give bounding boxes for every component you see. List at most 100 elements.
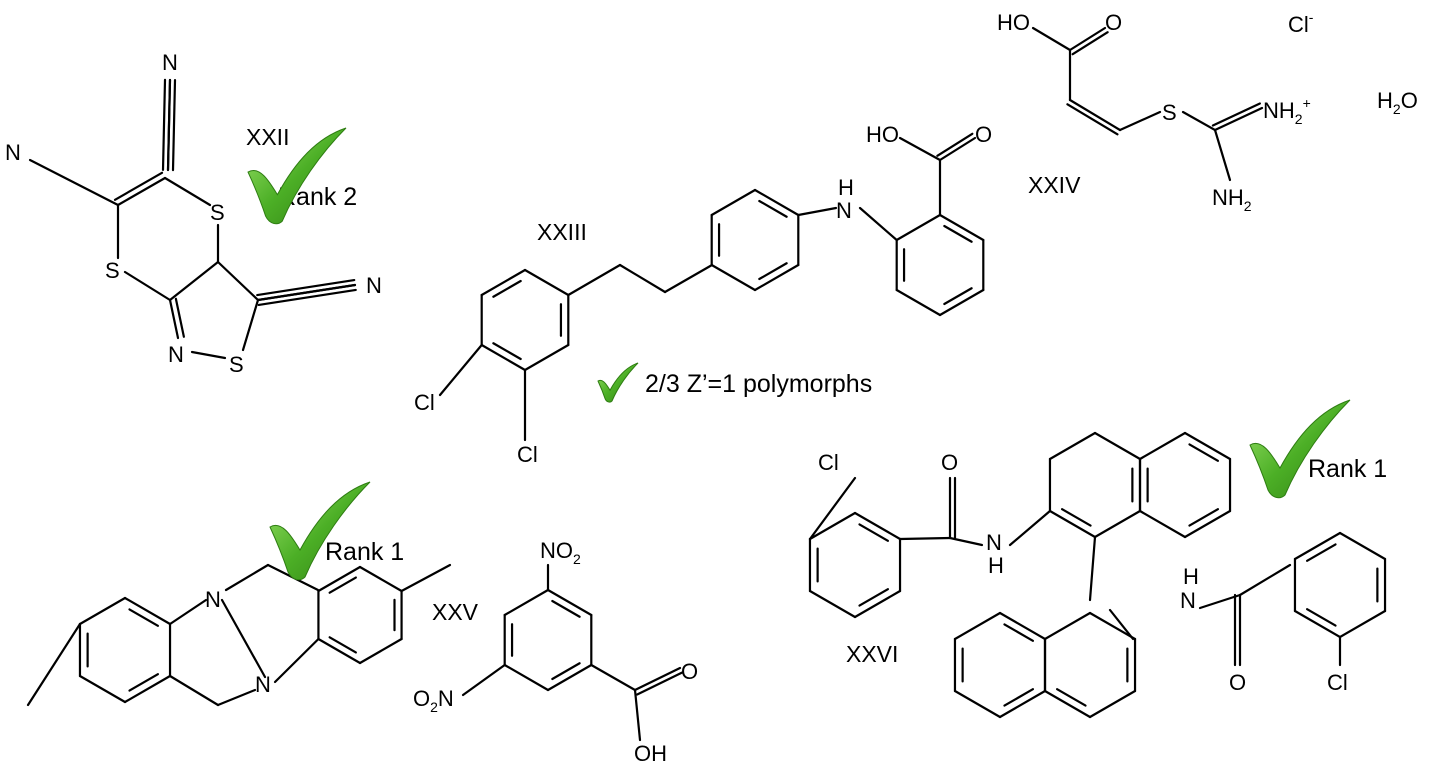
bond: [168, 298, 180, 340]
bond: [1306, 608, 1337, 627]
bond: [78, 674, 127, 704]
rank-label-xxvi: Rank 1: [1308, 455, 1387, 483]
bond: [273, 637, 320, 684]
bond: [858, 206, 898, 242]
bond: [1211, 102, 1261, 127]
atom-o: O: [1105, 10, 1122, 35]
bond: [938, 136, 977, 162]
bond: [998, 611, 1047, 641]
bond: [1198, 593, 1242, 610]
bond: [400, 563, 452, 593]
atom-cl: Cl: [414, 390, 435, 415]
bond: [1118, 110, 1162, 132]
bond: [492, 342, 522, 361]
bond: [618, 263, 667, 294]
bond: [171, 79, 177, 172]
bond: [328, 636, 357, 654]
bond: [633, 688, 642, 742]
bond: [898, 136, 942, 162]
bond: [1338, 609, 1387, 639]
bond: [753, 263, 800, 292]
atom-n: N: [1180, 588, 1196, 613]
bond: [78, 596, 127, 626]
bond: [317, 637, 362, 665]
bond: [1043, 689, 1092, 719]
bond: [1213, 106, 1264, 132]
atom-cl: Cl: [1327, 670, 1348, 695]
bond: [216, 688, 257, 707]
compound-label-xxv: XXV: [432, 599, 479, 625]
bond: [1293, 531, 1342, 561]
bond: [1293, 609, 1342, 639]
bond: [492, 279, 522, 298]
bond: [241, 298, 260, 352]
bond: [663, 263, 714, 294]
polymorph-note: 2/3 Z’=1 polymorphs: [645, 370, 872, 398]
atom-s: S: [210, 200, 225, 225]
bond: [1138, 431, 1187, 461]
bond: [1068, 98, 1122, 132]
bond: [943, 287, 973, 306]
bond: [503, 663, 550, 692]
bond: [168, 260, 220, 302]
atom-o: O: [1229, 670, 1246, 695]
bond: [710, 263, 757, 292]
bond: [808, 476, 857, 541]
bond: [1183, 431, 1232, 461]
bond: [758, 199, 788, 218]
compound-label-xxvi: XXVI: [846, 641, 898, 667]
bond: [943, 224, 973, 243]
bond: [128, 608, 159, 627]
bond: [1188, 443, 1219, 462]
bond: [438, 343, 483, 397]
atom-nh2-plus: NH2+: [1263, 95, 1311, 127]
bond: [220, 598, 267, 679]
atom-o: O: [975, 122, 992, 147]
atom-h: H: [1183, 564, 1199, 589]
bond: [936, 132, 974, 157]
bond: [546, 663, 593, 692]
bond: [256, 278, 356, 297]
bond: [113, 171, 164, 201]
bond: [1071, 31, 1109, 56]
bond-lines: [26, 26, 1387, 742]
checkmark-icon: [1249, 399, 1351, 499]
compound-xxv: XXV NO2 O2N O OH: [413, 538, 698, 766]
atom-o: O: [941, 450, 958, 475]
bond: [224, 563, 270, 592]
atom-o: O: [681, 659, 698, 684]
bond: [853, 511, 902, 541]
bond: [1108, 608, 1135, 641]
bond: [1048, 509, 1097, 539]
atom-s: S: [105, 258, 120, 283]
bond: [523, 343, 570, 372]
bond: [256, 283, 357, 302]
compound-xxiv: XXIV HO O S NH2+ NH2 Cl- H2O: [997, 9, 1418, 214]
bond: [1066, 103, 1119, 136]
atom-ho: HO: [866, 122, 899, 147]
bond: [1088, 689, 1137, 719]
nitro-group: O2N: [413, 686, 454, 715]
bond: [161, 78, 167, 171]
bond: [461, 663, 506, 697]
bond: [1061, 508, 1092, 527]
bond: [938, 213, 985, 242]
atom-s: S: [229, 352, 244, 377]
bond: [523, 268, 570, 297]
bond: [1238, 563, 1292, 597]
bond: [328, 576, 357, 594]
bond: [858, 523, 889, 542]
atom-h: H: [988, 553, 1004, 578]
bond: [116, 176, 167, 207]
bond: [1003, 623, 1034, 642]
bond: [948, 536, 984, 547]
bond: [636, 671, 684, 696]
bond: [358, 565, 403, 593]
bond: [1088, 535, 1097, 602]
bond: [858, 588, 889, 607]
atom-n: N: [366, 273, 382, 298]
atom-h: H: [838, 175, 854, 200]
bond: [168, 598, 208, 626]
bond: [1043, 611, 1092, 641]
